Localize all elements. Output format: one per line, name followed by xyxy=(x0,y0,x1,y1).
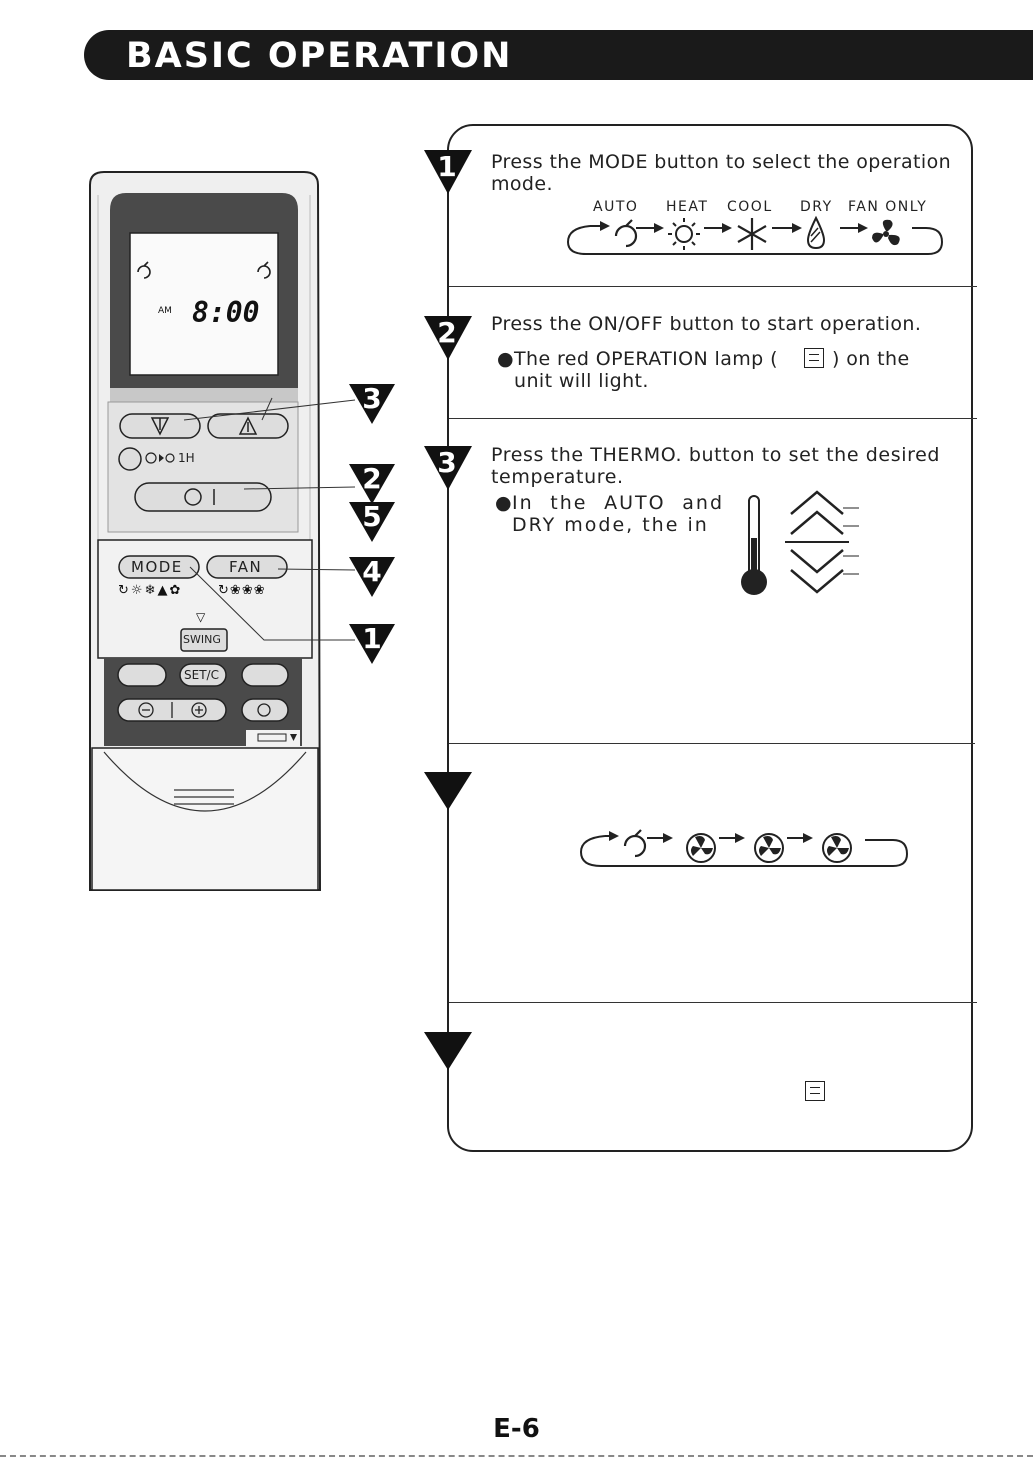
step-badge-1: 1 xyxy=(422,148,472,198)
remote-control xyxy=(89,171,356,891)
operation-lamp-icon xyxy=(804,348,824,368)
remote-mode-icons: ↻☼❄▲✿ xyxy=(118,583,182,598)
page-number: E-6 xyxy=(493,1414,540,1444)
swing-icon: ▽ xyxy=(196,610,206,624)
fan-speed-low-icon xyxy=(686,833,716,863)
fan-button xyxy=(206,555,288,579)
fan-speed-high-icon xyxy=(822,833,852,863)
mode-label-dry: DRY xyxy=(800,199,833,215)
step-badge-3: 3 xyxy=(422,444,472,494)
page-title: BASIC OPERATION xyxy=(126,36,513,76)
footer-rule xyxy=(0,1455,1033,1457)
fan-speed-icon: ❀ xyxy=(229,583,242,598)
sun-icon xyxy=(668,218,700,250)
set-clear-button xyxy=(179,663,227,687)
fan-speed-mid-icon xyxy=(754,833,784,863)
timer-1h-button xyxy=(118,447,142,471)
fan-speed-cycle-diagram xyxy=(579,829,909,867)
callout-3: 3 xyxy=(347,382,397,432)
temperature-down-arrows xyxy=(790,549,844,594)
sun-icon: ☼ xyxy=(130,583,145,598)
mode-cycle-diagram xyxy=(566,215,944,255)
thermometer-icon xyxy=(741,495,767,595)
remote-cover xyxy=(91,747,319,891)
step-3-bullet-text: In the AUTO and DRY mode, the in xyxy=(512,492,724,536)
step-2-bullet-dot: ● xyxy=(497,348,514,370)
lcd-am-indicator: AM xyxy=(158,306,172,316)
step-2-bullet-text-end: ) on the unit will light. xyxy=(514,348,910,392)
step-badge-4 xyxy=(422,770,472,820)
snowflake-icon: ❄ xyxy=(144,583,158,598)
swing-button xyxy=(180,628,228,652)
operation-lamp-icon xyxy=(805,1081,825,1101)
step-badge-5 xyxy=(422,1030,472,1080)
mode-button xyxy=(118,555,200,579)
remote-fan-icons: ↻❀❀❀ xyxy=(218,583,266,598)
auto-icon: ↻ xyxy=(218,583,230,598)
step-2-bullet-text-start: The red OPERATION lamp ( xyxy=(514,348,778,370)
on-off-button xyxy=(134,482,272,512)
swing-button-label[interactable]: SWING xyxy=(183,633,221,646)
lcd-screen xyxy=(129,232,279,376)
auto-icon xyxy=(614,219,638,248)
step-divider xyxy=(449,418,977,419)
fan-speed-icon: ❀ xyxy=(253,583,266,598)
step-3-bullet-dot: ● xyxy=(495,492,512,514)
snowflake-icon xyxy=(737,218,767,250)
fan-icon xyxy=(872,219,900,246)
page-header: BASIC OPERATION xyxy=(84,30,1033,80)
set-clear-button-label[interactable]: SET/C xyxy=(184,668,219,682)
step-badge-2: 2 xyxy=(422,314,472,364)
callout-1: 1 xyxy=(347,622,397,672)
auto-icon xyxy=(623,829,647,858)
step-divider xyxy=(449,286,977,287)
mode-label-heat: HEAT xyxy=(666,199,709,215)
callout-4: 4 xyxy=(347,555,397,605)
step-divider xyxy=(449,1002,977,1003)
step-2-text: Press the ON/OFF button to start operati… xyxy=(491,313,922,335)
drop-icon: ▲ xyxy=(157,583,170,598)
fan-button-label[interactable]: FAN xyxy=(229,558,263,576)
callout-5: 5 xyxy=(347,500,397,550)
lcd-clock: 8:00 xyxy=(192,296,260,329)
step-divider xyxy=(449,743,975,744)
fan-speed-icon: ❀ xyxy=(241,583,254,598)
thermometer-illustration xyxy=(741,490,859,595)
step-3-text: Press the THERMO. button to set the desi… xyxy=(491,444,941,488)
auto-icon: ↻ xyxy=(118,583,131,598)
fan-icon: ✿ xyxy=(169,583,183,598)
mode-label-auto: AUTO xyxy=(593,199,639,215)
temperature-up-arrows xyxy=(790,490,844,535)
step-timeline xyxy=(447,160,449,1080)
mode-label-cool: COOL xyxy=(727,199,773,215)
mode-label-fan-only: FAN ONLY xyxy=(848,199,928,215)
mode-button-label[interactable]: MODE xyxy=(131,558,183,576)
instruction-panel xyxy=(447,124,973,1152)
callout-2: 2 xyxy=(347,462,397,512)
step-1-text: Press the MODE button to select the oper… xyxy=(491,151,952,195)
timer-1h-label: 1H xyxy=(178,451,195,465)
drop-icon xyxy=(806,215,826,250)
